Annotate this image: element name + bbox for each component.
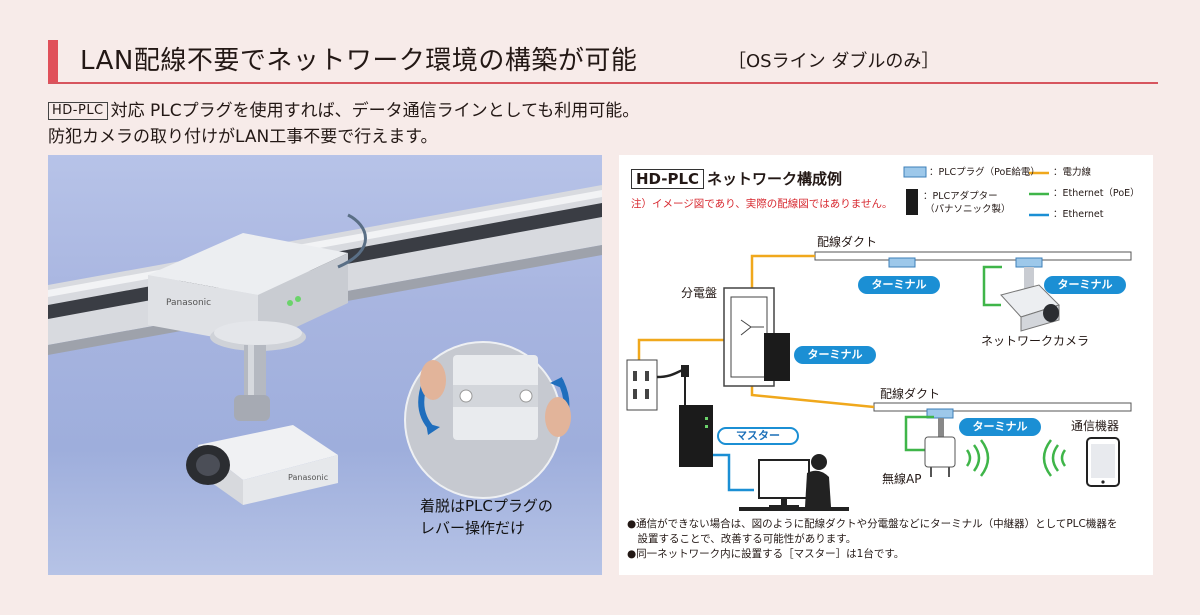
diagram-hdplc-badge: HD-PLC <box>631 169 705 189</box>
panel-plc-adapter <box>764 333 790 381</box>
box-brand-text: Panasonic <box>166 298 211 308</box>
master-plc-adapter <box>679 405 713 467</box>
terminal-badge-panel: ターミナル <box>794 346 876 364</box>
legend-plc-plug-icon <box>903 166 927 178</box>
duct-top-label: 配線ダクト <box>817 235 878 249</box>
legend-plc-adapter-1: ：PLCアダプター <box>923 191 998 202</box>
caption-line-2: レバー操作だけ <box>420 519 526 537</box>
intro-line-1: 対応 PLCプラグを使用すれば、データ通信ラインとしても利用可能。 <box>110 101 640 121</box>
diagram-note: 注）イメージ図であり、実際の配線図ではありません。 <box>631 198 893 210</box>
legend-ethernet-poe: ：Ethernet（PoE） <box>1053 188 1140 199</box>
terminal-badge-bottom: ターミナル <box>959 418 1041 436</box>
duct-top <box>814 251 1132 261</box>
legend-plc-adapter-icon <box>906 189 918 215</box>
user-icon <box>811 454 827 470</box>
bullet-1-cont: 設置することで、改善する可能性があります。 <box>627 533 857 545</box>
caption-line-1: 着脱はPLCプラグの <box>420 497 553 515</box>
legend-plc-plug: ：PLCプラグ（PoE給電） <box>929 167 1040 178</box>
heading-title: LAN配線不要でネットワーク環境の構築が可能 <box>80 46 638 76</box>
comm-device-label: 通信機器 <box>1071 419 1120 433</box>
ethernet-poe-line <box>982 265 1002 307</box>
intro-line-2: 防犯カメラの取り付けがLAN工事不要で行えます。 <box>48 127 438 147</box>
panel-label: 分電盤 <box>681 286 718 300</box>
duct-bottom-label: 配線ダクト <box>880 387 941 401</box>
diagram-title: ネットワーク構成例 <box>707 170 843 188</box>
wall-outlet <box>626 359 658 411</box>
section-heading: LAN配線不要でネットワーク環境の構築が可能 ［OSライン ダブルのみ］ <box>48 40 1158 84</box>
wireless-signal-icon <box>965 439 990 477</box>
wireless-ap-label: 無線AP <box>882 472 922 486</box>
terminal-badge-top-left: ターミナル <box>858 276 940 294</box>
bullet-2: ●同一ネットワーク内に設置する［マスター］は1台です。 <box>627 548 905 560</box>
duct-bottom <box>873 402 1132 412</box>
camera-rail-illustration: Panasonic Panasonic <box>48 185 602 505</box>
product-photo: Panasonic Panasonic 着脱はPLCプラグの レバー操作だけ <box>48 155 602 575</box>
legend-power-line: ：電力線 <box>1053 167 1092 178</box>
heading-accent-bar <box>48 40 58 82</box>
camera-label: ネットワークカメラ <box>981 334 1090 348</box>
terminal-badge-top-right: ターミナル <box>1044 276 1126 294</box>
legend-ethernet: ：Ethernet <box>1053 209 1104 220</box>
ethernet-line <box>713 453 754 492</box>
heading-subtitle: ［OSライン ダブルのみ］ <box>728 51 940 72</box>
photo-caption: 着脱はPLCプラグの レバー操作だけ <box>420 495 553 539</box>
network-diagram <box>626 166 1132 511</box>
diagram-notes: ●通信ができない場合は、図のように配線ダクトや分電盤などにターミナル（中継器）と… <box>627 517 1117 562</box>
pc-monitor-icon <box>758 459 810 499</box>
legend-plc-adapter-2: （パナソニック製） <box>925 204 1011 215</box>
wireless-ap-icon <box>924 436 956 468</box>
bullet-1: ●通信ができない場合は、図のように配線ダクトや分電盤などにターミナル（中継器）と… <box>627 518 1118 530</box>
hdplc-badge: HD-PLC <box>48 102 108 120</box>
network-diagram-panel: HD-PLC ネットワーク構成例 注）イメージ図であり、実際の配線図ではありませ… <box>619 155 1153 575</box>
svg-text:Panasonic: Panasonic <box>288 473 328 482</box>
master-badge: マスター <box>717 427 799 445</box>
